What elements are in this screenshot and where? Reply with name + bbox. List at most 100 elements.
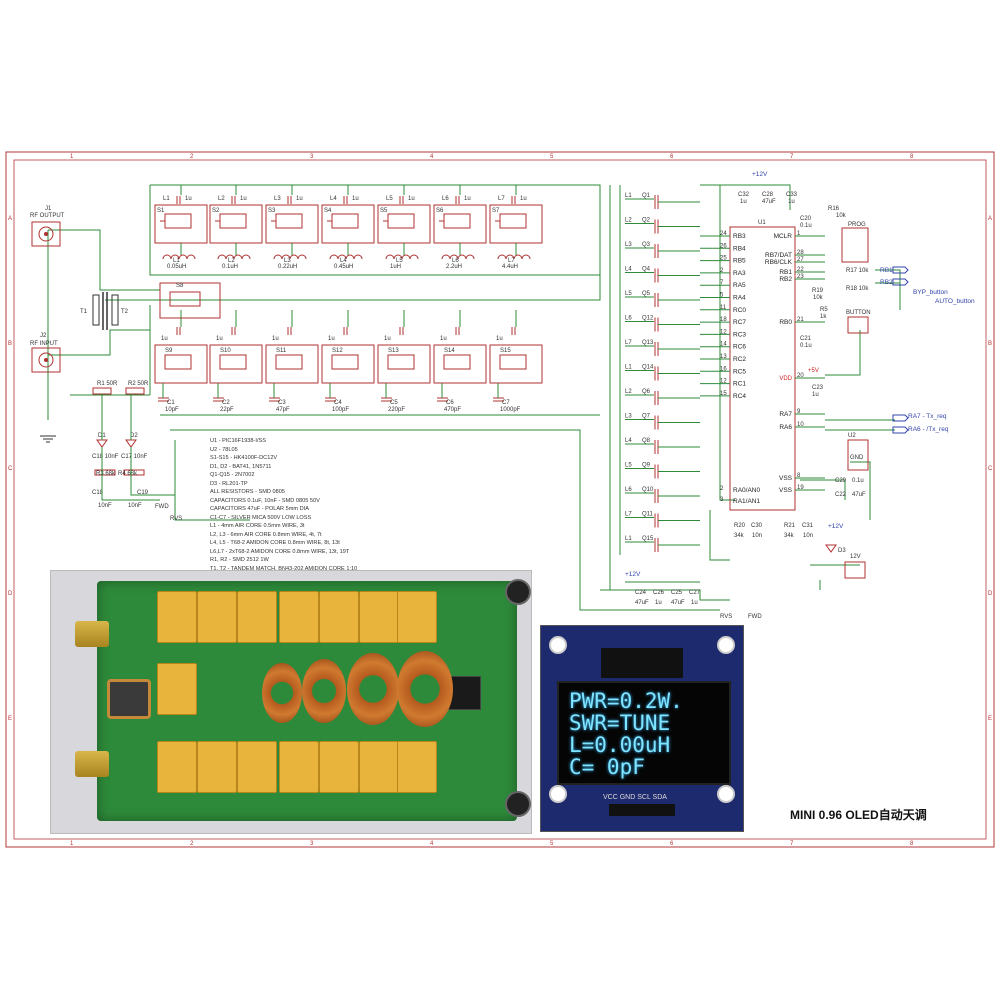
mcu-pin-number: 20 xyxy=(797,373,804,379)
transistor-line-label: L1 xyxy=(625,536,632,542)
mcu-pin-name: RA6 xyxy=(779,424,792,431)
pcb-toroid-inductor xyxy=(302,659,346,723)
transistor-line-label: L2 xyxy=(625,389,632,395)
relay-ref: S9 xyxy=(165,348,173,354)
cap-value: 1u xyxy=(384,336,391,342)
mount-hole xyxy=(717,785,735,803)
cap-ref: C6 xyxy=(446,400,454,406)
mcu-pin-number: 21 xyxy=(797,317,804,323)
c26-val: 1u xyxy=(655,600,662,606)
oled-ribbon xyxy=(601,648,683,678)
frame-row-mark: E xyxy=(988,716,992,722)
mcu-pin-name: RC3 xyxy=(733,331,746,338)
c18-label: C18 10nF xyxy=(92,454,119,460)
oled-inductance-line: L=0.00uH xyxy=(569,733,671,757)
gnd-label: GND xyxy=(850,455,864,461)
pcb-relay xyxy=(237,741,277,793)
mcu-pin-name: RC7 xyxy=(733,319,746,326)
c30-ref: C30 xyxy=(751,523,763,529)
cap-value: 1u xyxy=(440,336,447,342)
transistor-line-label: L3 xyxy=(625,414,632,420)
inductor-ref: L7 xyxy=(498,196,505,202)
relay-ref: S14 xyxy=(444,348,455,354)
prog-title: PROG xyxy=(848,222,866,228)
oled-module-photo: PWR=0.2W. SWR=TUNE L=0.00uH C= 0pF VCC G… xyxy=(540,625,744,832)
sma-connector-bottom xyxy=(75,751,109,777)
cap-value: 220pF xyxy=(388,407,405,413)
cap-value: 1000pF xyxy=(500,407,521,413)
pcb-board xyxy=(75,579,531,821)
mcu-pin-number: 24 xyxy=(720,231,727,237)
transistor-line-label: L7 xyxy=(625,340,632,346)
transistor-line-label: L6 xyxy=(625,316,632,322)
mcu-pin-number: 1 xyxy=(797,231,801,237)
c24-val: 47uF xyxy=(635,600,649,606)
oled-header-pins xyxy=(609,804,675,816)
inductor-value: 1uH xyxy=(390,264,401,270)
frame-col-mark: 1 xyxy=(70,841,74,847)
frame-row-mark: C xyxy=(988,466,993,472)
transistor-line-label: L5 xyxy=(625,291,632,297)
an1-pin: RA1/AN1 xyxy=(733,498,760,505)
r19-ref: R19 xyxy=(812,288,824,294)
pcb-relay xyxy=(237,591,277,643)
inductor-value: 0.1uH xyxy=(222,264,238,270)
mcu-pin-name: RB1 xyxy=(779,269,792,276)
inductor-ref: L3 xyxy=(274,196,281,202)
rf-output-connector: J1 RF OUTPUT xyxy=(30,206,65,247)
cap-ref: C4 xyxy=(334,400,342,406)
an1-num: 3 xyxy=(720,497,724,503)
pcb-relay xyxy=(359,591,399,643)
mcu-pin-number: 8 xyxy=(797,473,801,479)
relay-ref: S2 xyxy=(212,208,220,214)
inductor-l3: L30.22uH xyxy=(273,254,307,270)
note-line: T1, T2 - TANDEM MATCH, BN43-202 AMIDON C… xyxy=(210,565,358,572)
mcu-pin-name: RC5 xyxy=(733,368,746,375)
j2-label: RF INPUT xyxy=(30,341,58,347)
mount-hole xyxy=(717,636,735,654)
frame-col-mark: 2 xyxy=(190,841,194,847)
mcu-pin-number: 2 xyxy=(720,268,724,274)
transistor-ref: Q10 xyxy=(642,487,654,493)
auto-button: AUTO_button xyxy=(935,298,975,305)
sma-connector-top xyxy=(75,621,109,647)
cap-value: 1u xyxy=(216,336,223,342)
inductor-ref: L2 xyxy=(218,196,225,202)
frame-col-mark: 4 xyxy=(430,154,434,160)
pcb-photo xyxy=(50,570,532,834)
inductor-l2: L20.1uH xyxy=(217,254,251,270)
transistor-q6: Q6 L2 xyxy=(625,389,700,405)
c20-val: 0.1u xyxy=(800,223,812,229)
frame-row-mark: C xyxy=(8,466,13,472)
c29-ref: C29 xyxy=(835,478,847,484)
fwd-net: FWD xyxy=(155,504,169,510)
cap-value: 1u xyxy=(240,196,247,202)
v5-label: +5V xyxy=(808,368,819,374)
relay-ref: S7 xyxy=(492,208,500,214)
mcu-pin-name: RB0 xyxy=(779,319,792,326)
mcu-pin-name: RB6/CLK xyxy=(765,259,793,266)
inductor-ref: L5 xyxy=(386,196,393,202)
rvs-net: RVS xyxy=(170,516,182,522)
an0-num: 2 xyxy=(720,486,724,492)
transistor-ref: Q6 xyxy=(642,389,651,395)
c33-val: 1u xyxy=(788,199,795,205)
relay-ref: S12 xyxy=(332,348,343,354)
relay-ref: S11 xyxy=(276,348,287,354)
r18-ref: R18 10k xyxy=(846,286,869,292)
mcu-pin-number: 15 xyxy=(720,391,727,397)
cap-ref: C3 xyxy=(278,400,286,406)
r5-val: 1k xyxy=(820,314,827,320)
c21-val: 0.1u xyxy=(800,343,812,349)
c24-ref: C24 xyxy=(635,590,647,596)
inductor-ref: L6 xyxy=(452,258,459,264)
relay-ref: S6 xyxy=(436,208,444,214)
